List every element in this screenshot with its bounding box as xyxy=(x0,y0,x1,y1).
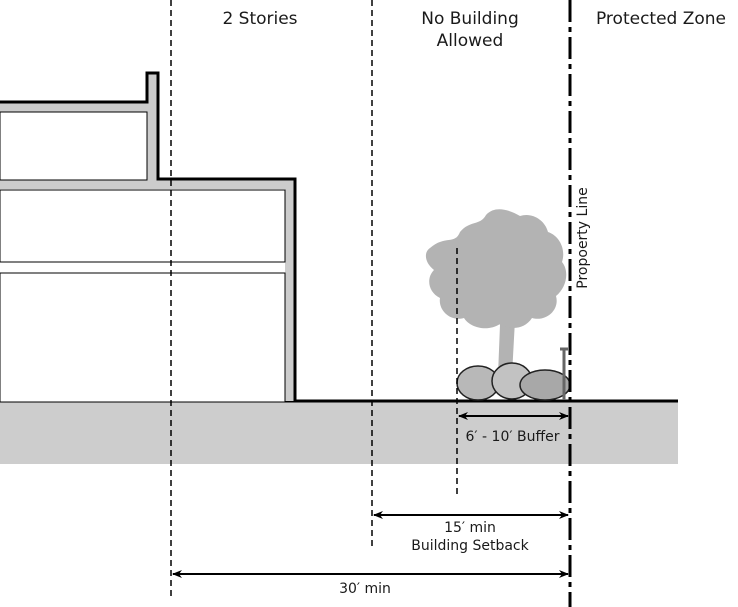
zone-label-no-building-line2: Allowed xyxy=(436,31,504,51)
setback-value-label: 15′ min xyxy=(444,520,496,536)
zone-label-2-stories: 2 Stories xyxy=(222,9,298,29)
zone-label-no-building: No Building xyxy=(421,9,519,29)
zone-label-protected: Protected Zone xyxy=(595,9,727,29)
property-line-label: Propoerty Line xyxy=(575,187,591,289)
thirty-foot-label: 30′ min xyxy=(339,581,391,597)
shrubs xyxy=(456,362,571,401)
building-section xyxy=(0,71,297,403)
setback-text-label: Building Setback xyxy=(411,538,529,554)
tree-icon xyxy=(425,209,567,375)
ground-band xyxy=(0,402,678,464)
buffer-dimension-label: 6′ - 10′ Buffer xyxy=(465,429,560,445)
